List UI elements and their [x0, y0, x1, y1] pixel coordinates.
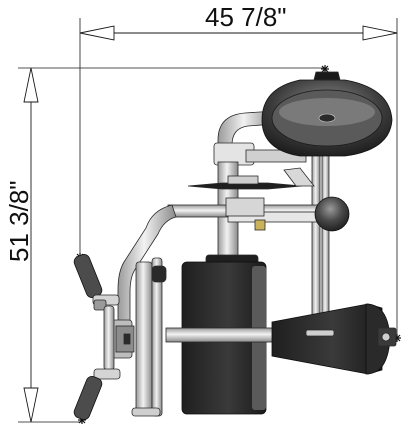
lower-grip	[73, 376, 103, 420]
roller-knob	[314, 196, 350, 232]
left-frame-foot	[151, 265, 167, 283]
seat-plate-support	[227, 175, 259, 185]
machine-illustration	[73, 71, 397, 420]
width-arrow-left	[79, 25, 115, 41]
handle-bar	[103, 305, 115, 371]
plate-link	[283, 167, 315, 187]
height-arrow-top	[23, 67, 39, 103]
upper-grip	[73, 254, 103, 298]
back-pad	[271, 303, 397, 375]
rear-upright-left	[311, 147, 321, 334]
left-frame-lower	[135, 261, 153, 413]
handle-hub-bolt	[123, 333, 131, 345]
top-pad-logo	[318, 113, 336, 123]
lower-grip-link	[93, 368, 121, 380]
height-label: 51 3/8"	[4, 180, 34, 262]
top-pad-knob	[313, 71, 341, 81]
top-pad	[261, 71, 393, 157]
seat-crossbar	[165, 327, 277, 343]
top-pad-highlight	[279, 98, 375, 126]
width-label: 45 7/8"	[205, 2, 287, 32]
height-arrow-bottom	[23, 387, 39, 423]
left-handle-assembly	[73, 254, 135, 420]
back-pad-handle	[381, 332, 391, 342]
rear-base-foot	[305, 329, 335, 337]
left-base-foot	[131, 407, 161, 417]
rear-upright-right	[321, 147, 330, 334]
adjust-pin	[254, 219, 266, 231]
back-pad-body	[271, 303, 383, 375]
upper-grip-joint	[93, 299, 107, 311]
adjust-block	[225, 197, 265, 217]
width-arrow-right	[362, 25, 398, 41]
height-dimension: 51 3/8"	[4, 67, 325, 423]
width-dimension: 45 7/8"	[79, 2, 398, 338]
